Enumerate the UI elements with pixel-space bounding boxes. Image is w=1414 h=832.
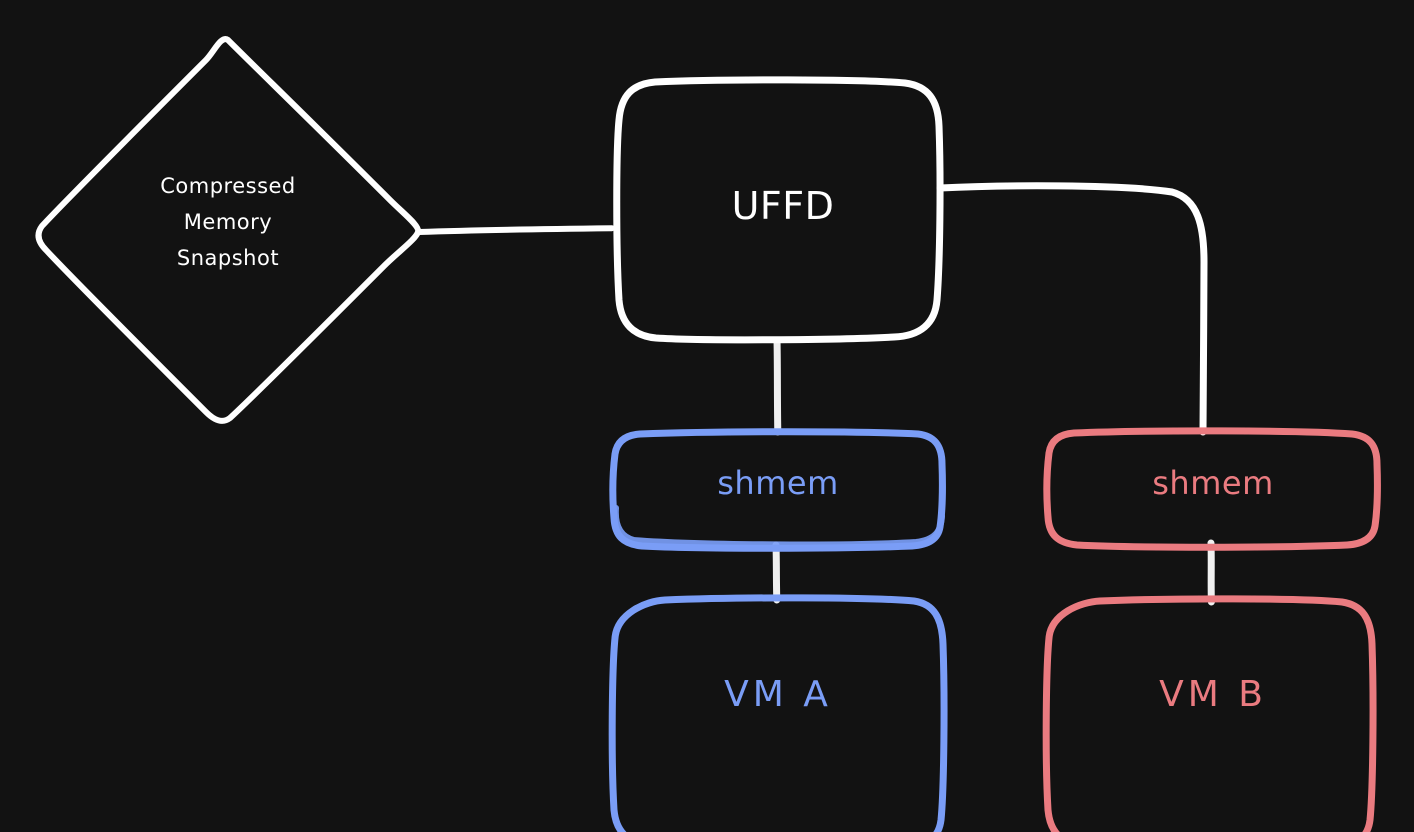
shmem-b-outline — [1043, 427, 1381, 551]
node-vm-a[interactable] — [608, 594, 948, 832]
node-vm-b[interactable] — [1042, 595, 1377, 832]
edge-uffd-to-shmem-b — [936, 182, 1208, 436]
edge-shmem-a-to-vm-a — [772, 541, 781, 604]
node-shmem-a[interactable] — [609, 428, 946, 552]
node-shmem-b[interactable] — [1043, 427, 1381, 551]
edge-uffd-to-shmem-a — [773, 336, 782, 436]
uffd-outline — [613, 76, 944, 344]
shmem-a-outline — [609, 428, 946, 552]
edge-layer — [416, 182, 1215, 606]
node-uffd[interactable] — [613, 76, 944, 344]
vm-b-outline — [1042, 595, 1377, 832]
node-layer — [35, 36, 1381, 832]
edge-snapshot-to-uffd — [416, 225, 615, 235]
diamond-outline — [35, 36, 422, 424]
vm-a-outline — [608, 594, 948, 832]
node-compressed-memory-snapshot[interactable] — [35, 36, 422, 424]
shmem-a-sketch-overstroke — [612, 505, 945, 548]
